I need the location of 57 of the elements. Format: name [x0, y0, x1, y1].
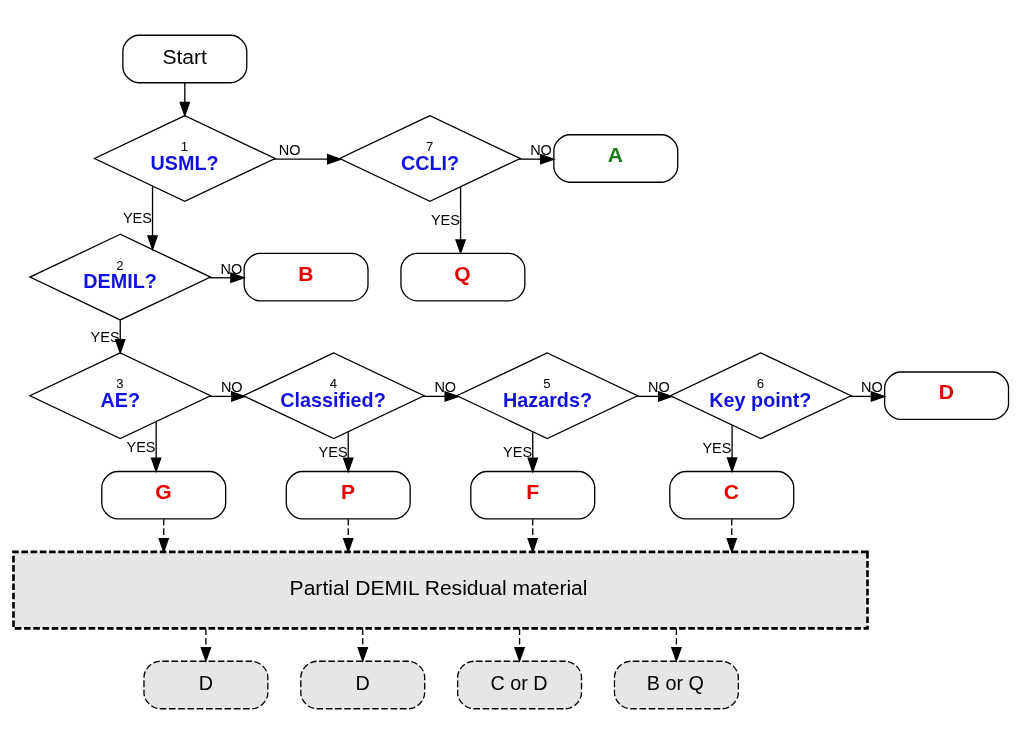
- arrow: [527, 431, 539, 473]
- node-box: C: [669, 470, 795, 520]
- node-box: D: [300, 660, 426, 709]
- arrow: [527, 518, 539, 554]
- edge-label: YES: [430, 211, 460, 228]
- node-diamond: 6 Key point?: [668, 351, 853, 439]
- edge-label: YES: [318, 443, 348, 460]
- arrow: [342, 518, 354, 554]
- node-diamond: 7 CCLI?: [338, 114, 522, 202]
- arrow: [146, 185, 159, 251]
- arrow: [849, 390, 887, 402]
- edge-label: NO: [434, 378, 457, 395]
- arrow: [670, 627, 682, 663]
- arrow: [635, 390, 674, 402]
- node-box: B: [243, 252, 369, 301]
- arrow: [158, 518, 170, 554]
- arrow: [514, 627, 526, 663]
- edge-label: NO: [647, 378, 670, 395]
- node-box: B or Q: [613, 660, 739, 709]
- node-diamond: 3 AE?: [28, 351, 213, 439]
- edge-label: NO: [220, 260, 243, 277]
- arrow: [179, 81, 191, 118]
- node-diamond: 1 USML?: [93, 114, 277, 202]
- arrow: [114, 319, 126, 355]
- arrow: [200, 627, 212, 663]
- node-box: A: [553, 133, 679, 183]
- node-box: P: [285, 470, 411, 520]
- node-box: F: [470, 470, 596, 520]
- edge-label: NO: [220, 378, 243, 395]
- edge-label: YES: [126, 438, 156, 455]
- arrow: [726, 423, 738, 473]
- arrow: [422, 390, 461, 402]
- arrow: [273, 153, 343, 165]
- arrow: [455, 186, 467, 255]
- node-box: C or D: [456, 660, 583, 709]
- edge-label: YES: [702, 439, 732, 456]
- node-box: Q: [400, 252, 526, 301]
- node-box: G: [101, 470, 227, 520]
- arrow: [342, 431, 354, 473]
- arrow: [150, 420, 162, 473]
- node-box: D: [143, 660, 269, 709]
- edge-label: YES: [503, 443, 533, 460]
- node-diamond: 5 Hazards?: [455, 351, 640, 439]
- node-box: D: [883, 370, 1010, 420]
- edge-label: YES: [90, 328, 120, 345]
- edge-label: YES: [122, 209, 152, 226]
- arrow: [208, 390, 247, 402]
- edge-label: NO: [860, 378, 883, 395]
- arrow: [208, 271, 247, 283]
- node-diamond: 4 Classified?: [241, 351, 426, 439]
- node-box: Start: [122, 34, 248, 83]
- node-box: Partial DEMIL Residual material: [12, 550, 869, 630]
- arrow: [357, 627, 369, 663]
- arrow: [726, 518, 738, 554]
- arrow: [518, 153, 556, 165]
- edge-label: NO: [530, 141, 552, 158]
- edge-label: NO: [278, 141, 301, 158]
